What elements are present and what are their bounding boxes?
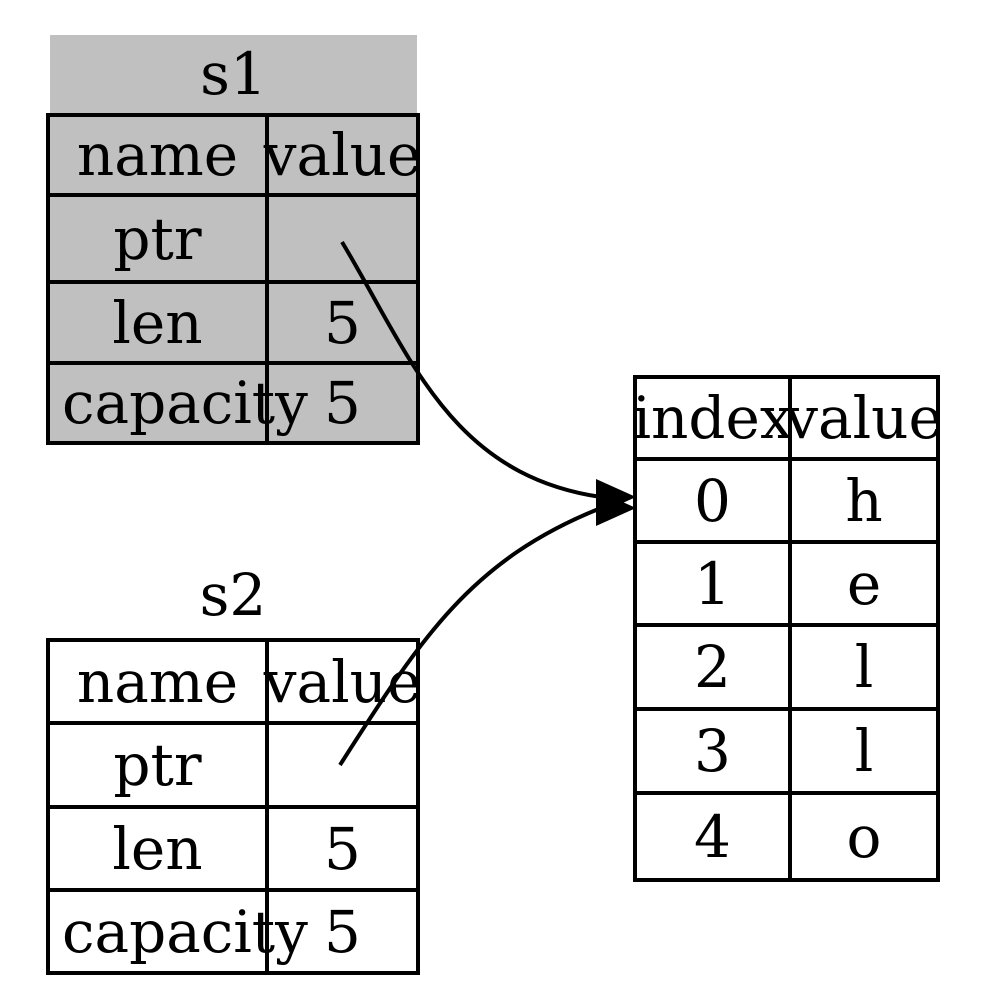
s1-len-label: len — [48, 282, 267, 363]
s2-title: s2 — [199, 561, 267, 629]
heap-value-4: o — [790, 793, 938, 880]
s1-struct-table: name value ptr len 5 capacity 5 — [46, 113, 421, 445]
s1-ptr-label: ptr — [48, 195, 267, 282]
s1-capacity-label: capacity — [48, 363, 308, 443]
s2-len-value: 5 — [267, 807, 418, 890]
heap-index-4: 4 — [635, 793, 790, 880]
s1-len-value: 5 — [267, 282, 418, 363]
heap-buffer-table: index value 0 h 1 e 2 l 3 l 4 o — [632, 375, 943, 882]
heap-value-3: l — [790, 709, 938, 793]
s2-header-value: value — [264, 640, 421, 723]
s1-ptr-value — [267, 195, 418, 282]
s1-header-value: value — [264, 115, 421, 195]
s2-capacity-value: 5 — [267, 890, 418, 973]
heap-value-2: l — [790, 625, 938, 709]
s1-title: s1 — [50, 35, 417, 113]
s2-struct-table: name value ptr len 5 capacity 5 — [46, 638, 421, 975]
heap-value-1: e — [790, 542, 938, 625]
heap-index-1: 1 — [635, 542, 790, 625]
s2-arrowhead-icon — [596, 490, 636, 526]
s2-ptr-value — [267, 723, 418, 807]
s2-ptr-label: ptr — [48, 723, 267, 807]
heap-index-2: 2 — [635, 625, 790, 709]
heap-value-0: h — [790, 459, 938, 542]
s2-header-name: name — [48, 640, 267, 723]
heap-index-0: 0 — [635, 459, 790, 542]
s1-header-name: name — [48, 115, 267, 195]
s2-capacity-label: capacity — [48, 890, 308, 973]
heap-index-3: 3 — [635, 709, 790, 793]
heap-header-index: index — [632, 377, 793, 459]
s1-arrowhead-icon — [596, 479, 636, 515]
s2-len-label: len — [48, 807, 267, 890]
heap-header-value: value — [785, 377, 943, 459]
